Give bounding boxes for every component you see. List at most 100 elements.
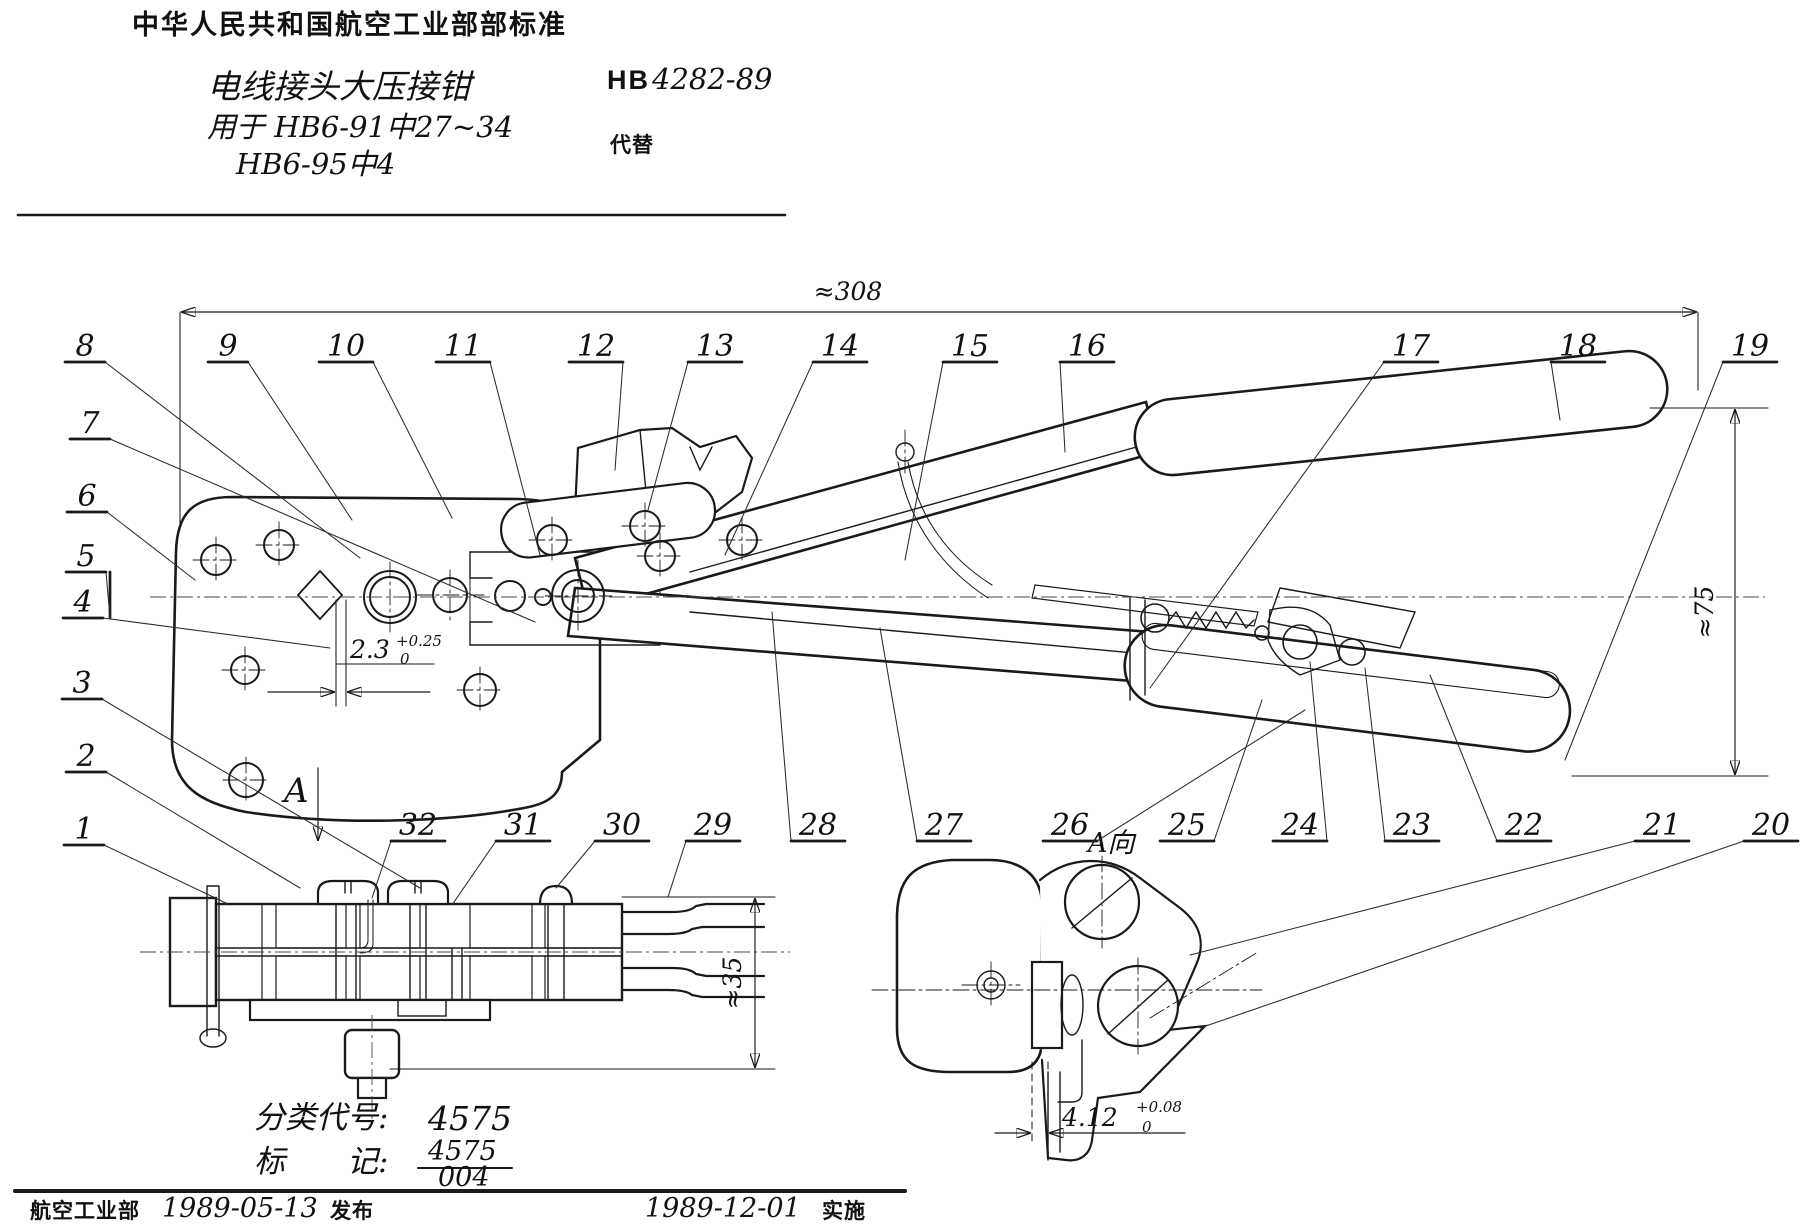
callout-11: 11	[444, 329, 482, 364]
callout-10: 10	[327, 329, 365, 364]
dim-slot-tol-lower: 0	[1142, 1118, 1152, 1136]
supersedes-label: 代替	[609, 133, 654, 157]
pin-foot	[199, 1028, 227, 1048]
callout-13: 13	[696, 329, 734, 364]
lower-grip	[1123, 622, 1572, 753]
upper-grip	[1133, 349, 1669, 477]
callout-9: 9	[218, 329, 237, 364]
view-a	[871, 855, 1263, 1162]
dim-jaw-value: 2.3	[349, 635, 390, 664]
mark-denominator: 004	[438, 1162, 490, 1193]
callout-3: 3	[72, 666, 91, 701]
notes: 分类代号: 4575 标 记: 4575 004	[254, 1099, 513, 1193]
hatch-block-5	[359, 955, 421, 1001]
view-a-plate	[895, 858, 1044, 1074]
callout-31: 31	[504, 808, 542, 843]
effective-date: 1989-12-01	[645, 1193, 801, 1224]
standard-number-prefix: HB	[607, 65, 650, 95]
callout-20-leader	[1199, 840, 1745, 1029]
spring	[1167, 610, 1255, 630]
pliers-main-view	[150, 349, 1765, 822]
callout-12: 12	[577, 329, 615, 364]
callout-27: 27	[924, 808, 964, 843]
callout-15-leader	[904, 361, 944, 561]
bottom-nut	[397, 999, 447, 1017]
hatch-block-9	[544, 955, 623, 1001]
callout-3-leader	[101, 698, 421, 889]
class-code-value: 4575	[427, 1099, 512, 1138]
callout-30: 30	[603, 808, 641, 843]
callout-32-leader	[371, 840, 392, 899]
callout-23: 23	[1392, 808, 1431, 843]
callout-6: 6	[77, 479, 96, 514]
document-title: 电线接头大压接钳	[207, 67, 476, 106]
housing-lines	[1129, 597, 1146, 701]
callout-7-leader	[109, 438, 536, 623]
callout-5-leader	[105, 571, 111, 619]
callout-2: 2	[75, 739, 95, 774]
document-subtitle-2: HB6-95中4	[235, 147, 395, 181]
callout-10-leader	[372, 361, 453, 519]
callout-2-leader	[105, 771, 301, 889]
callout-12-leader	[614, 361, 624, 471]
dim-jaw-tol-upper: +0.25	[396, 632, 442, 650]
callout-17-leader	[1149, 361, 1385, 689]
callout-31-leader	[451, 840, 497, 906]
bottom-plate	[248, 998, 492, 1022]
callout-26-leader	[1096, 709, 1306, 842]
screw-c	[1338, 638, 1366, 666]
wire-lens	[1060, 974, 1084, 1036]
bent-pin	[359, 899, 374, 954]
ratchet-mechanism	[1031, 584, 1416, 701]
callout-18: 18	[1559, 329, 1597, 364]
hole-crosshairs	[192, 429, 906, 804]
lower-bar-inner-line	[689, 611, 1146, 655]
callout-15: 15	[951, 329, 989, 364]
standard-number: 4282-89	[651, 62, 773, 96]
callout-21: 21	[1642, 808, 1681, 843]
footer: 航空工业部 1989-05-13 发布 1989-12-01 实施	[13, 1189, 907, 1224]
callout-29-leader	[667, 840, 687, 898]
callout-22-leader	[1429, 674, 1498, 842]
callout-14-leader	[724, 361, 814, 556]
publish-label: 发布	[329, 1199, 374, 1223]
callout-25: 25	[1167, 808, 1206, 843]
view-a-label: A向	[1085, 828, 1136, 859]
upper-link	[499, 481, 717, 559]
callout-16: 16	[1068, 329, 1106, 364]
callout-23-leader	[1364, 667, 1386, 842]
callout-5: 5	[76, 539, 95, 574]
effective-label: 实施	[822, 1199, 866, 1223]
rack-strip	[1031, 584, 1259, 627]
callout-28-leader	[771, 611, 792, 842]
callout-7: 7	[80, 406, 100, 441]
dome-nut	[538, 884, 574, 906]
callout-20: 20	[1751, 808, 1790, 843]
callout-17: 17	[1392, 329, 1431, 364]
callout-11-leader	[489, 361, 541, 556]
hatch-block-7	[469, 955, 533, 1001]
screw-a	[1140, 603, 1170, 633]
view-a-centerlines	[871, 855, 1263, 1055]
screw-slot-1	[344, 880, 352, 894]
dim-section-height: ≈35	[718, 957, 747, 1010]
dim23-ext	[335, 599, 347, 707]
class-code-label: 分类代号:	[254, 1100, 388, 1136]
jaw-step	[469, 551, 493, 646]
mark-numerator: 4575	[427, 1136, 497, 1167]
callout-14: 14	[821, 329, 859, 364]
dimensions: ≈308 ≈75 ≈35 2.3 +0.25 0 4.12 +0.08 0 A …	[108, 277, 1769, 1143]
screw-head-1	[316, 879, 380, 906]
dim412-ext	[1031, 1061, 1049, 1143]
callout-26: 26	[1050, 808, 1089, 843]
hatch-block-8	[544, 903, 623, 949]
callout-8: 8	[75, 329, 94, 364]
dim-slot-value: 4.12	[1061, 1103, 1118, 1132]
callout-6-leader	[106, 511, 196, 581]
pawl	[1267, 606, 1341, 676]
dim-jaw-tol-lower: 0	[400, 650, 410, 668]
view-arrow-label: A	[281, 771, 309, 811]
footer-org: 航空工业部	[30, 1199, 140, 1223]
